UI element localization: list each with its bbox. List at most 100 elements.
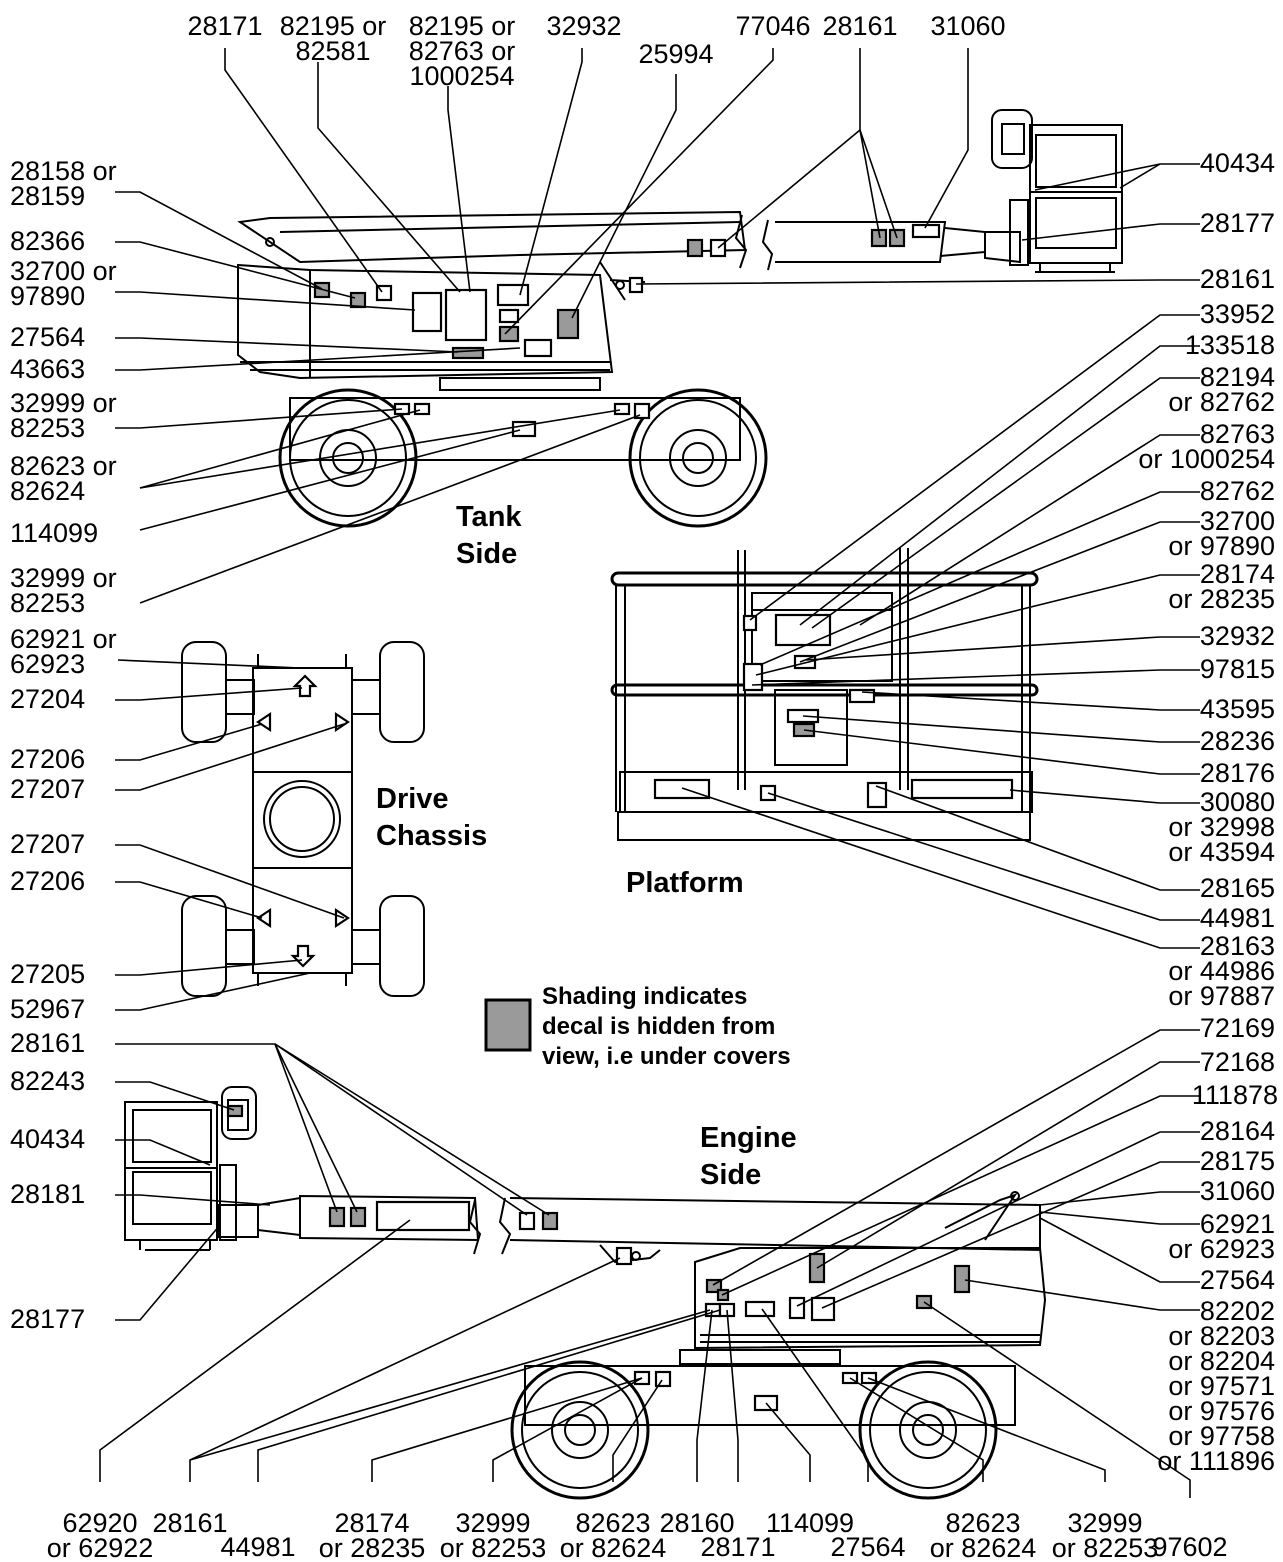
leader-line [115,347,521,371]
part-label-r18: 44981 [1200,903,1275,933]
leader-line [115,408,403,429]
leader-line [139,409,621,489]
part-label-r9: or 97890 [1168,531,1275,561]
engine-side-view [124,1086,1047,1500]
part-label-t3: 82763 or [409,36,516,66]
part-label-l19: 82243 [10,1066,85,1096]
part-label-l20: 40434 [10,1124,85,1154]
part-label-l8: 114099 [10,518,98,548]
leader-line [635,279,1200,285]
part-label-r27: 27564 [1200,1265,1275,1295]
leader-line [799,345,1200,626]
leader-line [923,1301,1191,1498]
part-label-r14: 28236 [1200,726,1275,756]
tank-side-title-2: Side [456,538,517,570]
leader-line [765,1402,811,1482]
leader-line [115,291,416,311]
leader-line [721,1095,1200,1296]
part-label-l9: 82253 [10,588,85,618]
leader-line [492,1377,643,1482]
engine-side-title-1: Engine [700,1122,797,1154]
part-label-t8: 31060 [930,11,1005,41]
part-label-l5: 43663 [10,354,85,384]
leader-line [751,669,1200,686]
part-label-l10: 62923 [10,649,85,679]
part-label-l18: 28161 [10,1028,85,1058]
part-label-b11: 82623 [945,1508,1020,1538]
part-label-r21: 72168 [1200,1047,1275,1077]
part-label-b1: 62920 [62,1508,137,1538]
part-label-r26: 62921 [1200,1209,1275,1239]
part-label-r28: or 82204 [1168,1346,1275,1376]
part-label-l2: 82366 [10,226,85,256]
drive-chassis-title-1: Drive [376,783,449,815]
leader-line [861,691,1200,711]
leader-line [115,1224,221,1321]
leader-line [115,1194,271,1206]
part-label-b1: or 62922 [47,1533,154,1562]
part-label-r17: 28165 [1200,873,1275,903]
leader-line [805,636,1200,661]
part-label-r28: or 111896 [1157,1446,1275,1476]
tank-side-view [237,109,1123,528]
leader-line [99,1219,411,1482]
leader-line [257,1309,721,1482]
leader-lines [99,48,1200,1498]
part-label-l17: 52967 [10,994,85,1024]
part-label-t2: 82581 [295,36,370,66]
part-label-r24: 28175 [1200,1146,1275,1176]
part-label-r19: or 44986 [1168,956,1275,986]
leader-line [1009,789,1200,804]
part-label-r13: 43595 [1200,694,1275,724]
legend-line-1: Shading indicates [542,983,747,1010]
leader-line [1039,1191,1200,1206]
part-label-r7: or 1000254 [1138,444,1275,474]
part-label-l9: 32999 or [10,563,117,593]
part-label-b13: 97602 [1152,1532,1227,1562]
part-label-b7: 28160 [659,1508,734,1538]
leader-line [115,687,303,701]
part-label-r28: or 97576 [1168,1396,1275,1426]
leader-line [139,414,641,604]
part-label-r16: 30080 [1200,787,1275,817]
leader-line [189,1257,621,1482]
leader-line [274,1043,358,1213]
part-label-b6: 82623 [575,1508,650,1538]
part-label-b12: or 82253 [1052,1533,1159,1562]
tank-side-title-1: Tank [456,501,522,533]
part-label-r28: or 82203 [1168,1321,1275,1351]
leader-line [189,1309,711,1461]
part-label-r5: 133518 [1185,330,1275,360]
leader-line [274,1043,550,1216]
part-label-r28: or 97758 [1168,1421,1275,1451]
part-label-l3: 32700 or [10,256,117,286]
leader-line [115,959,303,976]
leader-line [867,1377,1106,1482]
part-label-r6: 82194 [1200,362,1275,392]
leader-line [115,337,459,353]
part-label-l10: 62921 or [10,624,117,654]
part-label-r4: 33952 [1200,299,1275,329]
part-label-r19: 28163 [1200,931,1275,961]
leader-line [447,86,471,293]
part-label-t7: 28161 [822,11,897,41]
part-label-l12: 27206 [10,744,85,774]
leader-line [696,1309,713,1482]
part-label-r19: or 97887 [1168,981,1275,1011]
leader-line [859,129,898,239]
part-label-l7: 82623 or [10,451,117,481]
platform-view [610,548,1039,841]
part-label-b4: 28174 [334,1508,409,1538]
part-label-r20: 72169 [1200,1013,1275,1043]
part-label-t3: 82195 or [409,11,516,41]
part-label-b5: 32999 [455,1508,530,1538]
part-label-r15: 28176 [1200,758,1275,788]
leader-line [802,715,1200,743]
leader-line [681,787,1200,949]
leader-line [115,1081,235,1111]
part-label-r25: 31060 [1200,1176,1275,1206]
leader-line [139,409,421,489]
leader-line [759,491,1200,666]
part-label-r12: 97815 [1200,654,1275,684]
